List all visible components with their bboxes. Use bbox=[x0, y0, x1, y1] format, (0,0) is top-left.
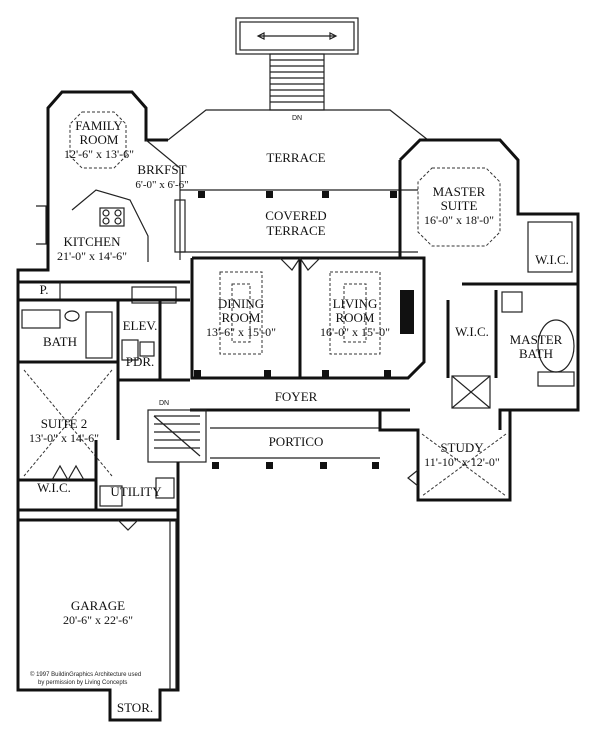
service-core-walls bbox=[18, 298, 190, 382]
living-room-name-1: LIVING bbox=[333, 296, 378, 311]
pdr-name: PDR. bbox=[126, 354, 155, 369]
stair-dn-label: DN bbox=[292, 115, 302, 122]
wic-center-name: W.I.C. bbox=[455, 324, 489, 339]
study-name: STUDY bbox=[440, 440, 484, 455]
dining-living-walls bbox=[190, 256, 426, 380]
utility-name: UTILITY bbox=[110, 484, 162, 499]
study-walls bbox=[378, 410, 512, 502]
garage-name: GARAGE bbox=[71, 598, 125, 613]
foyer-name: FOYER bbox=[275, 389, 318, 404]
brkfst-name: BRKFST bbox=[137, 162, 186, 177]
master-suite-name-2: SUITE bbox=[441, 198, 478, 213]
wic-master-name: W.I.C. bbox=[535, 252, 569, 267]
kitchen-dim: 21'-0" x 14'-6" bbox=[57, 249, 127, 263]
bath-name: BATH bbox=[43, 334, 77, 349]
exterior-stair: DN bbox=[235, 17, 359, 122]
dining-room-dim: 13'-6" x 15'-0" bbox=[206, 325, 276, 339]
suite2-walls bbox=[18, 369, 178, 512]
copyright-line-2: by permission by Living Concepts bbox=[38, 680, 127, 686]
living-room-dim: 16'-0" x 15'-0" bbox=[320, 325, 390, 339]
covered-terrace-name-2: TERRACE bbox=[266, 223, 325, 238]
garage-dim: 20'-6" x 22'-6" bbox=[63, 613, 133, 627]
master-suite-name-1: MASTER bbox=[433, 184, 486, 199]
room-labels: FAMILY ROOM 12'-6" x 13'-6" BRKFST 6'-0"… bbox=[29, 118, 569, 715]
study-dim: 11'-10" x 12'-0" bbox=[424, 455, 500, 469]
pantry-name: P. bbox=[39, 282, 48, 297]
terrace-outline bbox=[167, 109, 429, 253]
family-room-name-2: ROOM bbox=[79, 132, 118, 147]
family-room-walls bbox=[46, 90, 186, 260]
master-bath-name-1: MASTER bbox=[510, 332, 563, 347]
covered-terrace-name-1: COVERED bbox=[265, 208, 326, 223]
dining-room-name-1: DINING bbox=[218, 296, 264, 311]
suite2-name: SUITE 2 bbox=[41, 416, 88, 431]
garage-walls bbox=[18, 520, 177, 692]
utility-walls bbox=[18, 462, 180, 531]
kitchen-walls bbox=[16, 189, 190, 722]
master-suite-walls bbox=[398, 138, 580, 430]
master-bath-name-2: BATH bbox=[519, 346, 553, 361]
stor-name: STOR. bbox=[117, 700, 153, 715]
elev-name: ELEV. bbox=[123, 318, 158, 333]
wic-suite2-name: W.I.C. bbox=[37, 480, 71, 495]
interior-stair-dn-label: DN bbox=[159, 400, 169, 407]
kitchen-name: KITCHEN bbox=[63, 234, 121, 249]
family-room-dim: 12'-6" x 13'-6" bbox=[64, 147, 134, 161]
living-room-name-2: ROOM bbox=[335, 310, 374, 325]
foyer-portico-walls: DN bbox=[147, 400, 410, 469]
master-suite-dim: 16'-0" x 18'-0" bbox=[424, 213, 494, 227]
terrace-name: TERRACE bbox=[266, 150, 325, 165]
portico-name: PORTICO bbox=[269, 434, 324, 449]
brkfst-dim: 6'-0" x 6'-6" bbox=[135, 179, 188, 191]
dining-room-name-2: ROOM bbox=[221, 310, 260, 325]
suite2-dim: 13'-0" x 14'-6" bbox=[29, 431, 99, 445]
family-room-name-1: FAMILY bbox=[75, 118, 123, 133]
copyright-line-1: © 1997 BuildinGraphics Architecture used bbox=[30, 671, 141, 678]
copyright-notice: © 1997 BuildinGraphics Architecture used… bbox=[30, 671, 141, 686]
